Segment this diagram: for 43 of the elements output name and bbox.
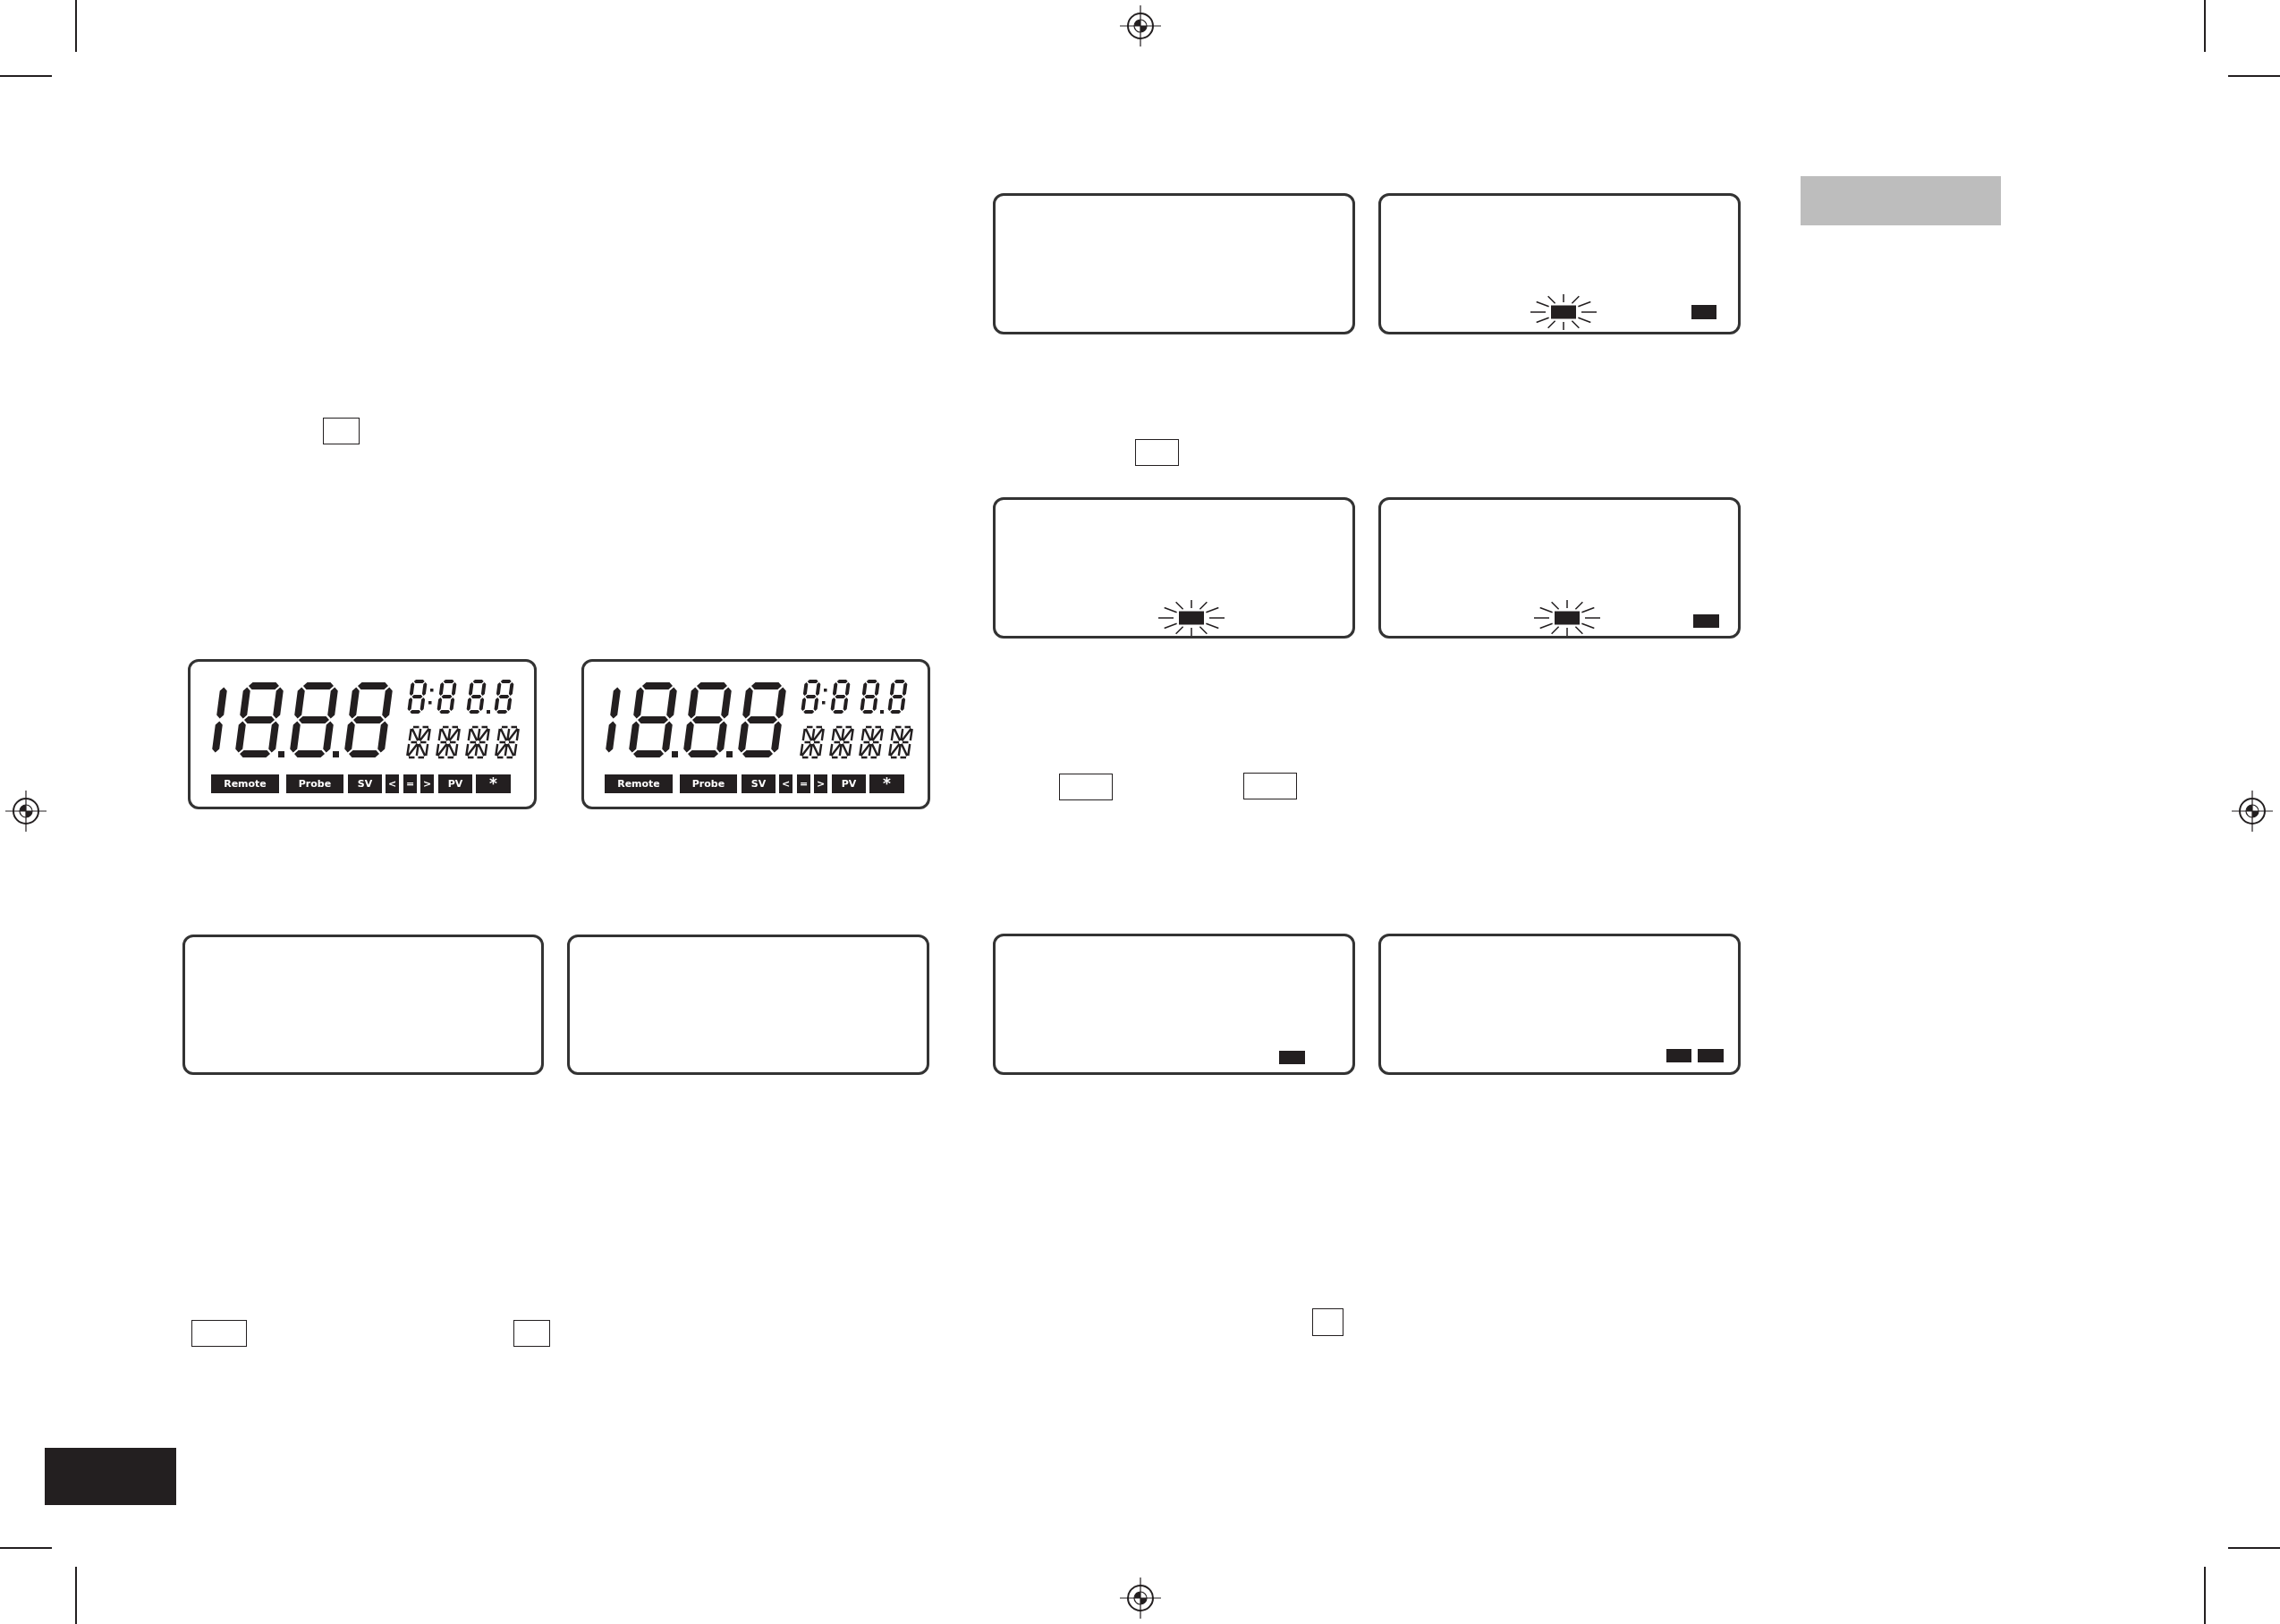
blank-frame-icon (1312, 1308, 1343, 1336)
page-tab (1801, 176, 2001, 225)
flashing-segment-icon (1529, 293, 1598, 331)
lcd-display (1378, 934, 1741, 1075)
lcd-display (188, 659, 537, 809)
lcd-display (581, 659, 930, 809)
indicator-segment: PV (438, 774, 472, 793)
flashing-segment-icon (1532, 599, 1602, 637)
blank-frame-icon (513, 1320, 550, 1347)
lcd-segment-icon (1691, 305, 1716, 319)
lcd-display (1378, 193, 1741, 334)
indicator-segment: SV (742, 774, 776, 793)
lcd-display (182, 935, 544, 1075)
flashing-segment-icon (1157, 599, 1226, 637)
indicator-segment: = (797, 774, 810, 793)
indicator-segment: * (869, 774, 904, 793)
lcd-display (1378, 497, 1741, 639)
indicator-segment: Probe (286, 774, 343, 793)
indicator-segment: Remote (605, 774, 673, 793)
indicator-segment: * (476, 774, 511, 793)
indicator-segment: SV (348, 774, 382, 793)
lcd-display (993, 193, 1355, 334)
lcd-segment-icon (1693, 614, 1719, 628)
blank-frame-icon (1059, 774, 1113, 800)
lcd-segment-icon (1279, 1051, 1305, 1064)
blank-frame-icon (1135, 439, 1179, 466)
indicator-segment: > (420, 774, 434, 793)
lcd-segment-icon (1666, 1049, 1691, 1062)
indicator-segment: Remote (211, 774, 279, 793)
indicator-segment: < (386, 774, 399, 793)
indicator-segment: Probe (680, 774, 737, 793)
indicator-segment: = (403, 774, 417, 793)
lcd-display (567, 935, 929, 1075)
indicator-segment: PV (832, 774, 866, 793)
page-tab (45, 1448, 176, 1505)
blank-frame-icon (191, 1320, 247, 1347)
indicator-segment: > (814, 774, 827, 793)
lcd-display (993, 497, 1355, 639)
lcd-display (993, 934, 1355, 1075)
indicator-segment: < (779, 774, 792, 793)
blank-frame-icon (1243, 773, 1297, 799)
lcd-segment-icon (1698, 1049, 1724, 1062)
blank-frame-icon (323, 418, 360, 444)
